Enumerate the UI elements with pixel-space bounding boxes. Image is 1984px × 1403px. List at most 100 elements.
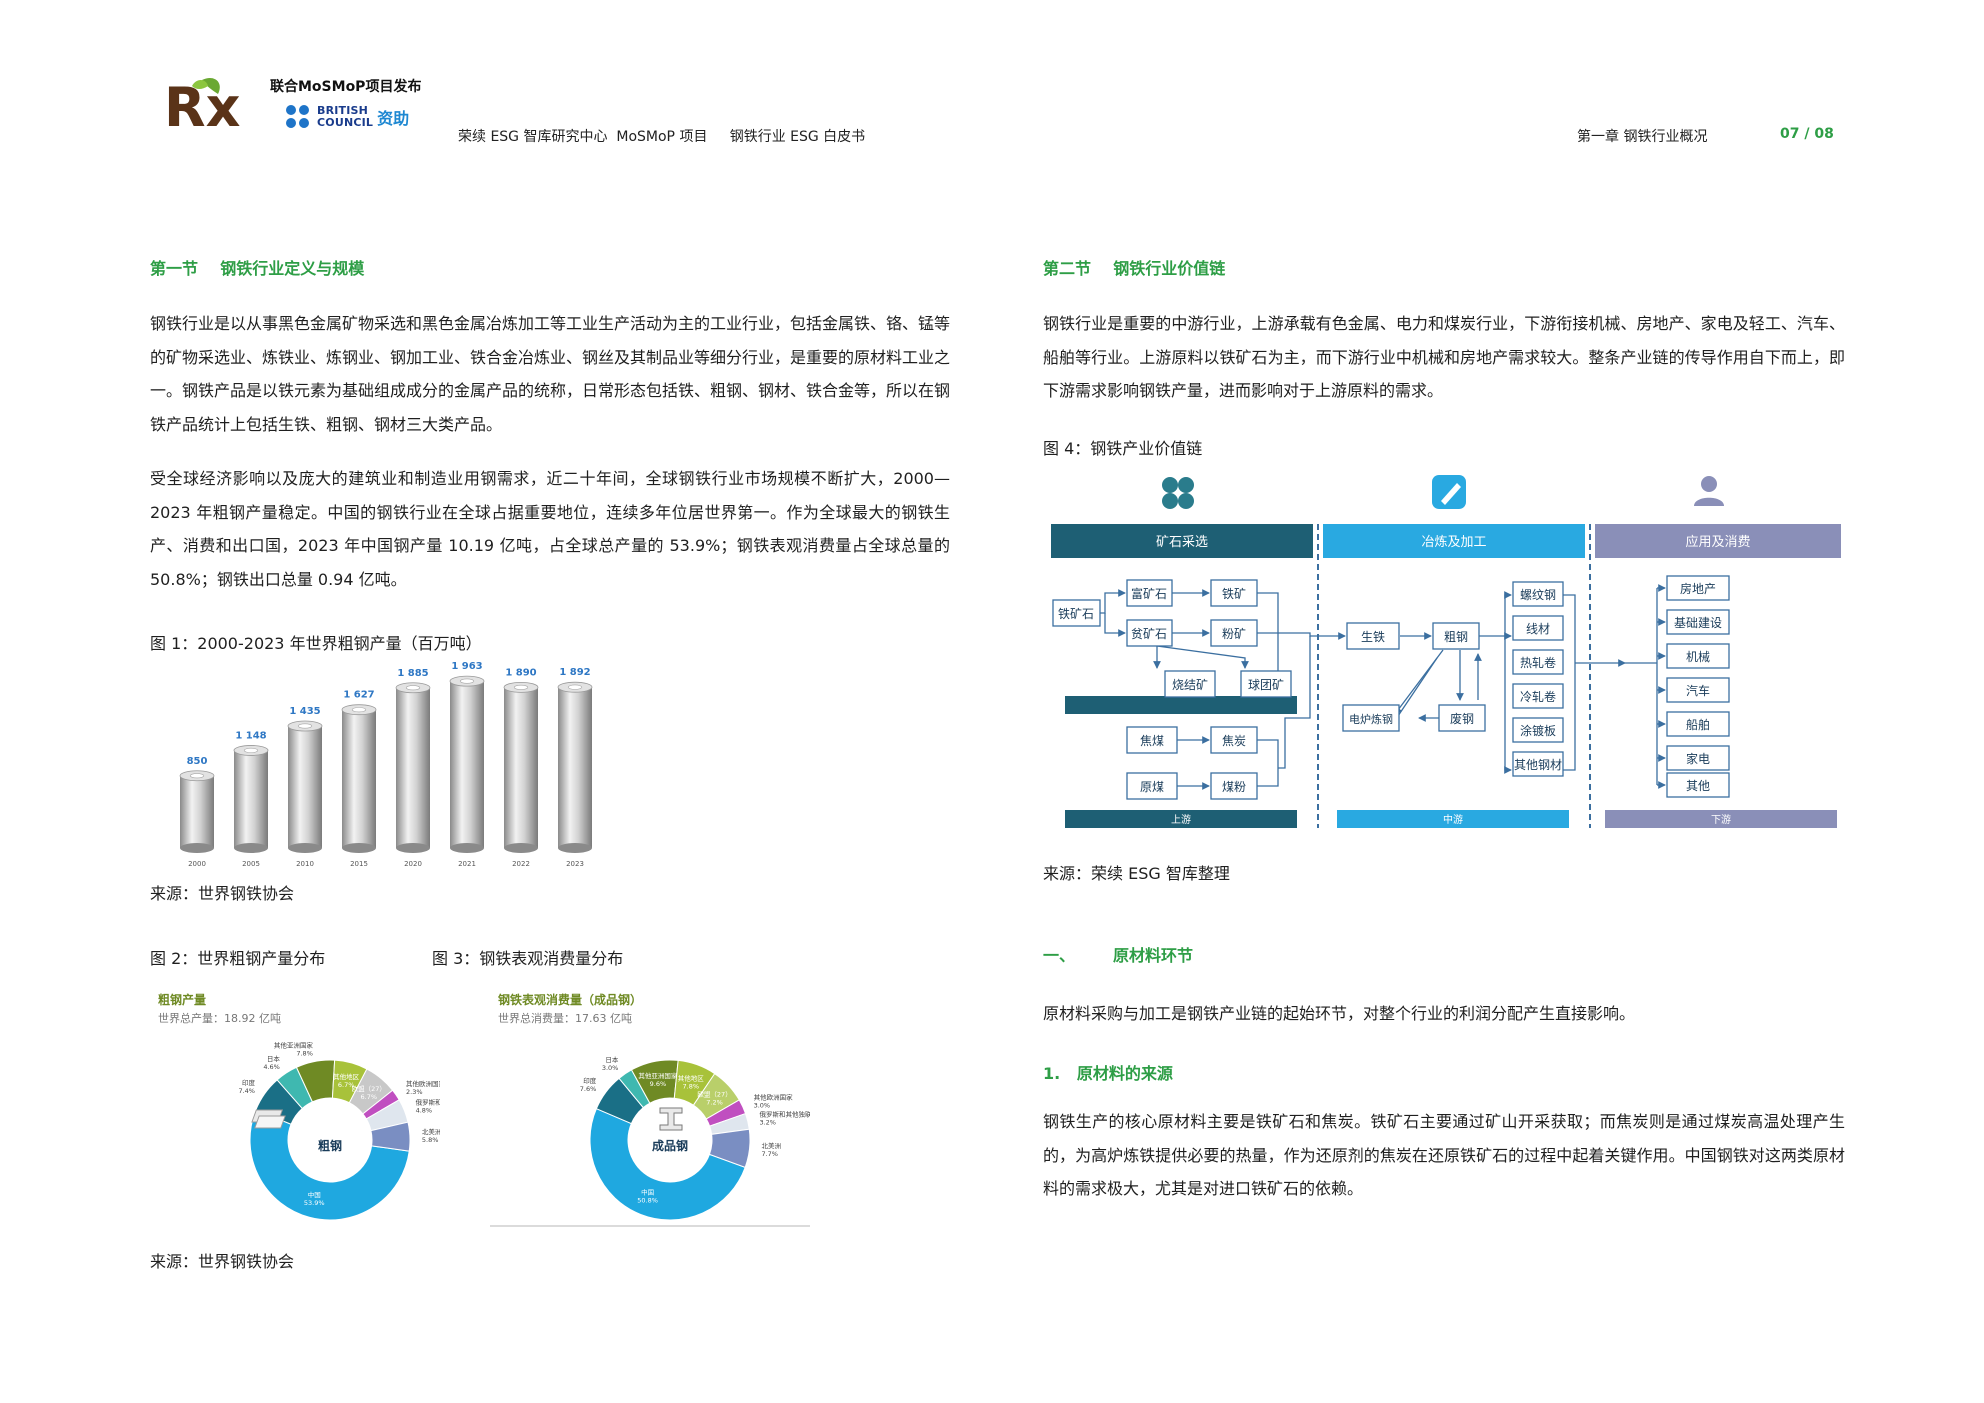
vc-down-other: 其他 — [1686, 779, 1710, 793]
bar-base — [558, 843, 592, 853]
fig3-center-label: 成品钢 — [652, 1138, 688, 1153]
slice-value-label: 53.9% — [304, 1199, 325, 1207]
bar-top-hole — [243, 747, 259, 753]
vc-box-iron-mine: 铁矿 — [1222, 587, 1246, 601]
vc-footer-upstream: 上游 — [1171, 813, 1191, 826]
figure-1-source: 来源：世界钢铁协会 — [150, 884, 295, 903]
vc-down-infrastructure: 基础建设 — [1674, 616, 1722, 630]
vc-down-auto: 汽车 — [1686, 683, 1710, 698]
bar-top-hole — [297, 723, 313, 729]
bar-top-hole — [405, 685, 421, 691]
fig3-subtitle: 世界总消费量：17.63 亿吨 — [498, 1011, 632, 1025]
figure-3-donut-chart: 钢铁表观消费量（成品钢） 世界总消费量：17.63 亿吨 中国50.8%印度7.… — [490, 992, 810, 1227]
sponsor-label: 资助 — [377, 109, 410, 128]
vc-box-crude-steel: 粗钢 — [1444, 630, 1468, 644]
bar-body — [180, 775, 214, 848]
slice-value-label: 7.7% — [761, 1150, 778, 1158]
vc-down-ship: 船舶 — [1686, 717, 1710, 732]
bar-value-label: 1 148 — [235, 730, 266, 741]
vc-product-other-steel: 其他钢材 — [1514, 758, 1562, 772]
bar-body — [342, 709, 376, 848]
slice-arc — [370, 1121, 411, 1152]
steel-beam-icon — [659, 1107, 683, 1131]
figure-2-donut-chart: 粗钢产量 世界总产量：18.92 亿吨 中国53.9%印度7.4%日本4.6%其… — [158, 992, 440, 1221]
subsection-number: 一、 — [1043, 946, 1076, 965]
fig2-title: 粗钢产量 — [158, 992, 206, 1007]
bar-value-label: 1 963 — [451, 661, 482, 672]
bar-body — [396, 687, 430, 848]
vc-box-eaf: 电炉炼钢 — [1349, 712, 1393, 726]
figure-3-caption: 图 3：钢铁表观消费量分布 — [432, 949, 624, 968]
figure-2-caption: 图 2：世界粗钢产量分布 — [150, 949, 326, 968]
vc-product-rebar: 螺纹钢 — [1520, 588, 1556, 602]
bar-2023: 1 892 2023 — [557, 667, 593, 868]
page-header: Rx 联合MoSMoP项目发布 BRITISH COUNCIL 资助 荣续 ES… — [0, 0, 1984, 160]
left-paragraph-2: 受全球经济影响以及庞大的建筑业和制造业用钢需求，近二十年间，全球钢铁行业市场规模… — [150, 469, 950, 589]
bar-value-label: 1 435 — [289, 706, 320, 717]
bar-base — [342, 843, 376, 853]
bar-value-label: 1 627 — [343, 690, 374, 701]
slice-value-label: 7.2% — [706, 1098, 723, 1106]
slice-name-label: 其他地区 — [333, 1072, 360, 1081]
vc-box-coke: 焦炭 — [1222, 734, 1246, 748]
slice-name-label: 印度 — [242, 1078, 256, 1087]
vc-box-pig-iron: 生铁 — [1361, 630, 1385, 644]
slice-value-label: 9.6% — [650, 1080, 667, 1088]
vc-box-raw-coal: 原煤 — [1140, 780, 1164, 794]
vc-header-consumption: 应用及消费 — [1685, 534, 1750, 550]
bar-body — [504, 687, 538, 848]
person-icon — [1694, 476, 1724, 506]
slice-arc — [708, 1128, 751, 1169]
left-paragraph-1: 钢铁行业是以从事黑色金属矿物采选和黑色金属冶炼加工等工业生产活动为主的工业行业，… — [150, 314, 951, 434]
bar-body — [234, 750, 268, 848]
figure-4-value-chain-diagram: 矿石采选 冶炼及加工 应用及消费 上游 中游 下游 — [1051, 475, 1841, 828]
bar-value-label: 850 — [187, 756, 208, 767]
rx-logo-icon: Rx — [164, 76, 241, 134]
bar-category-label: 2023 — [566, 860, 584, 868]
bar-top-hole — [189, 773, 205, 779]
slice-name-label: 其他亚洲国家 — [274, 1041, 314, 1050]
slice-value-label: 6.7% — [361, 1093, 378, 1101]
bar-value-label: 1 892 — [559, 667, 590, 678]
vc-box-coking-coal: 焦煤 — [1140, 734, 1164, 748]
bar-base — [234, 843, 268, 853]
bar-category-label: 2000 — [188, 860, 206, 868]
bar-2021: 1 963 2021 — [449, 661, 485, 868]
fig3-title: 钢铁表观消费量（成品钢） — [498, 992, 642, 1007]
slice-name-label: 中国 — [308, 1190, 321, 1199]
slice-arc — [589, 1108, 746, 1221]
section-title-2: 第二节 钢铁行业价值链 — [1043, 259, 1226, 278]
slice-value-label: 3.0% — [602, 1064, 619, 1072]
vc-product-coated: 涂镀板 — [1520, 723, 1556, 738]
vc-box-coal-powder: 煤粉 — [1222, 780, 1246, 794]
vc-box-pellet: 球团矿 — [1248, 678, 1284, 692]
slice-name-label: 其他亚洲国家 — [638, 1071, 678, 1080]
fig2-center-label: 粗钢 — [318, 1138, 342, 1153]
donut-center — [629, 1099, 711, 1181]
slice-value-label: 4.8% — [416, 1106, 433, 1114]
pen-icon — [1432, 475, 1466, 509]
slice-name-label: 中国 — [641, 1188, 654, 1197]
header-chapter: 第一章 钢铁行业概况 — [1577, 129, 1708, 145]
bar-base — [450, 843, 484, 853]
vc-box-scrap: 废钢 — [1450, 711, 1474, 726]
right-paragraph-3: 钢铁生产的核心原材料主要是铁矿石和焦炭。铁矿石主要通过矿山开采获取；而焦炭则是通… — [1043, 1112, 1845, 1198]
bar-value-label: 1 890 — [505, 667, 536, 678]
slice-value-label: 2.3% — [406, 1088, 423, 1096]
slice-name-label: 日本 — [267, 1054, 281, 1063]
bar-2000: 850 2000 — [179, 756, 215, 868]
vc-down-appliances: 家电 — [1686, 751, 1710, 766]
vc-down-real-estate: 房地产 — [1680, 581, 1716, 596]
publisher-label: 联合MoSMoP项目发布 — [270, 79, 422, 95]
slice-value-label: 3.0% — [754, 1102, 771, 1110]
bar-category-label: 2021 — [458, 860, 476, 868]
slice-name-label: 日本 — [605, 1055, 619, 1064]
slice-value-label: 5.8% — [422, 1136, 439, 1144]
steel-ingot-icon — [251, 1109, 286, 1129]
